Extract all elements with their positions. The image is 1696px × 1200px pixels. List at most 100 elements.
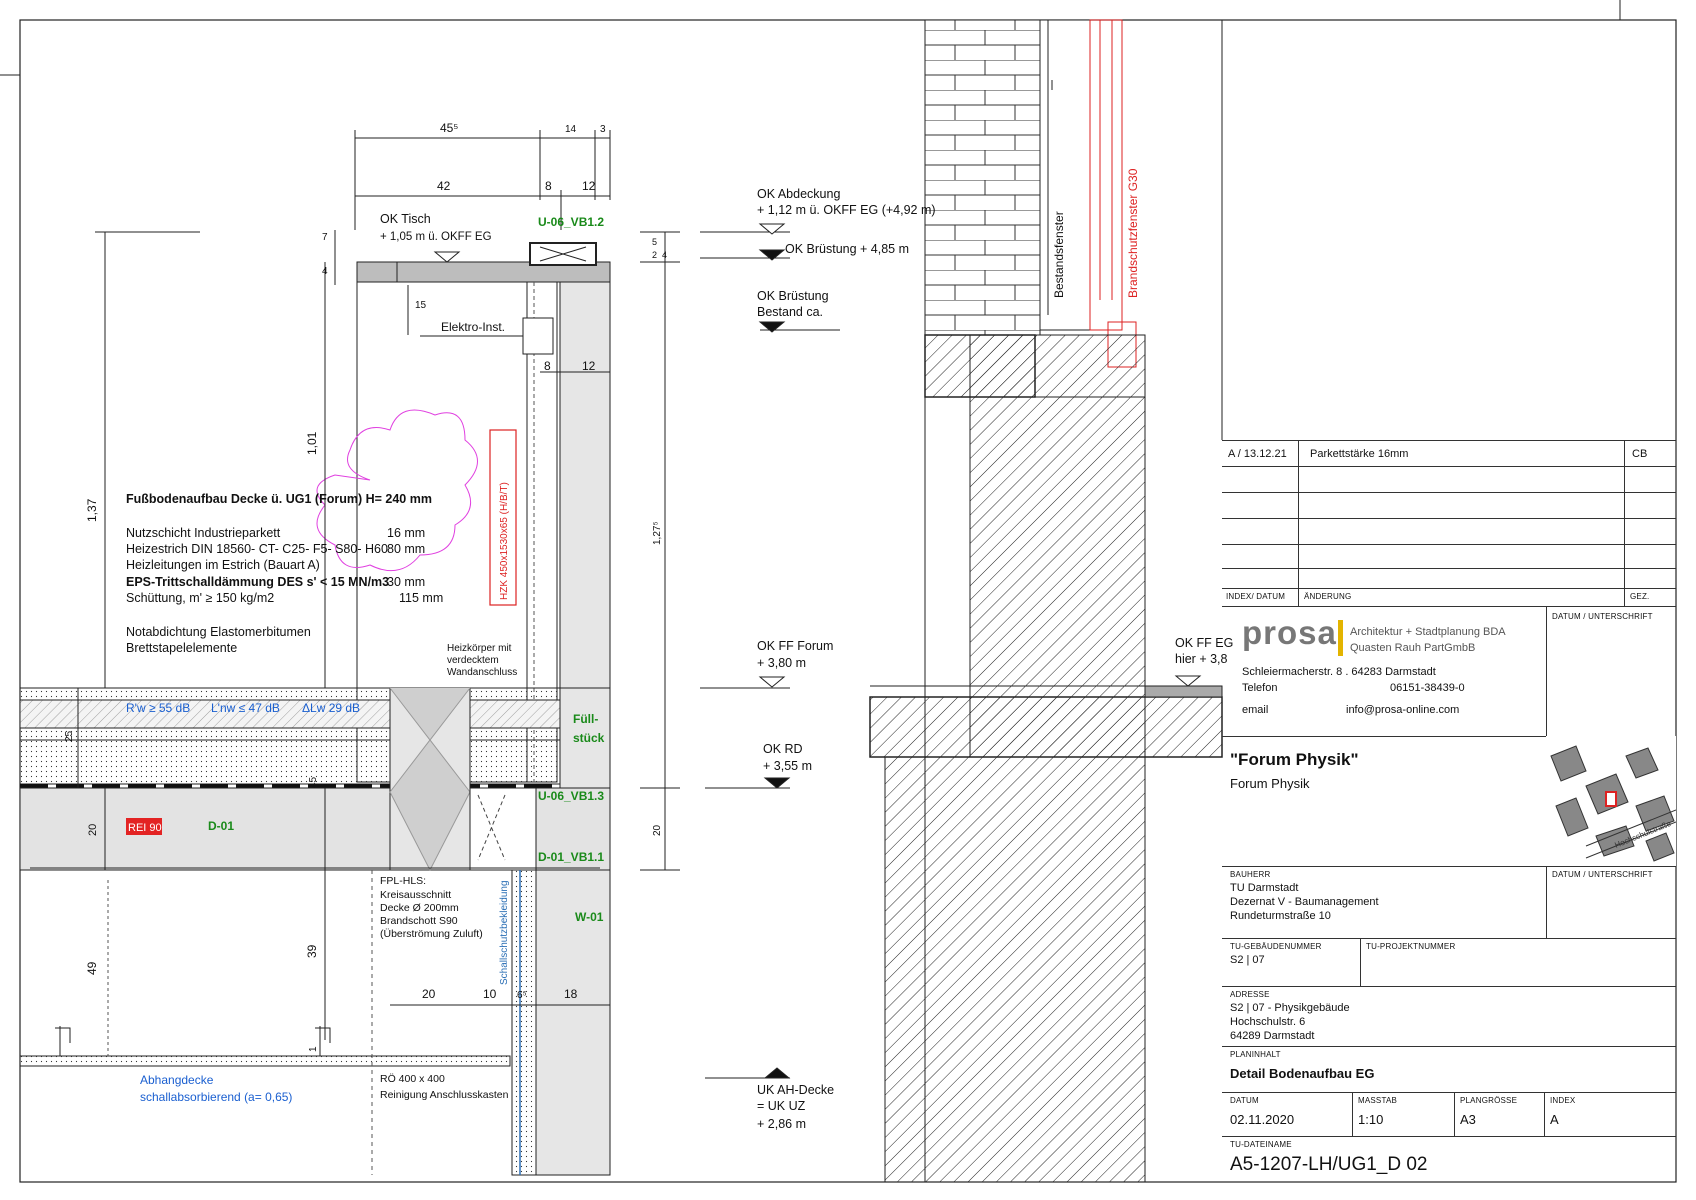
- buildup-row-4-value: 115 mm: [399, 591, 443, 605]
- label-heizkoerper-1: Heizkörper mit: [447, 643, 512, 654]
- label-fpl-3: Decke Ø 200mm: [380, 902, 459, 914]
- datum-unterschrift-2: DATUM / UNTERSCHRIFT: [1552, 870, 1653, 879]
- ok-ff-forum-1: OK FF Forum: [757, 639, 833, 653]
- email-label: email: [1242, 704, 1269, 716]
- buildup-row-1-value: 80 mm: [387, 542, 425, 556]
- label-rw: R'w ≥ 55 dB: [126, 701, 190, 715]
- ok-tisch-2: + 1,05 m ü. OKFF EG: [380, 231, 492, 243]
- left-section: [19, 242, 611, 1176]
- dim-8b: 8: [544, 359, 551, 373]
- dim-1-27-5: 1,27⁵: [652, 521, 663, 545]
- dimension-text: 45⁵ 14 3 42 8 12 7 4 15 8 12 1,37 1,01 1…: [64, 121, 667, 1052]
- label-hzk: HZK 450x1530x65 (H/B/T): [499, 482, 510, 600]
- bauherr-line-3: Rundeturmstraße 10: [1230, 910, 1331, 922]
- level-text: OK Tisch + 1,05 m ü. OKFF EG OK Abdeckun…: [380, 187, 1233, 1131]
- dim-10: 10: [483, 987, 497, 1001]
- datum-label: DATUM: [1230, 1096, 1259, 1105]
- label-fpl-2: Kreisausschnitt: [380, 889, 451, 901]
- label-abh-2: schallabsorbierend (a= 0,65): [140, 1090, 292, 1104]
- dim-49: 49: [85, 961, 99, 975]
- hdr-change: ÄNDERUNG: [1304, 592, 1352, 601]
- bauherr-label: BAUHERR: [1230, 870, 1271, 879]
- ok-bruestung-bestand-2: Bestand ca.: [757, 305, 823, 319]
- datum-value: 02.11.2020: [1230, 1112, 1295, 1127]
- dim-1-01: 1,01: [305, 431, 319, 455]
- email-value: info@prosa-online.com: [1346, 704, 1460, 716]
- dim-12b: 12: [582, 359, 596, 373]
- label-fpl-5: (Überströmung Zuluft): [380, 928, 483, 940]
- dim-14: 14: [565, 124, 577, 135]
- uk-ah-3: + 2,86 m: [757, 1117, 806, 1131]
- buildup-row-0-value: 16 mm: [387, 526, 425, 540]
- dim-18: 18: [564, 987, 578, 1001]
- index-value: A: [1550, 1112, 1559, 1127]
- label-abh-1: Abhangdecke: [140, 1073, 214, 1087]
- project-title: "Forum Physik": [1230, 750, 1359, 769]
- adr-line-3: 64289 Darmstadt: [1230, 1030, 1315, 1042]
- label-elektro: Elektro-Inst.: [441, 320, 505, 334]
- dim-25: 25: [64, 730, 75, 742]
- ok-bruestung-bestand-1: OK Brüstung: [757, 289, 829, 303]
- tel-value: 06151-38439-0: [1390, 682, 1465, 694]
- dim-20a: 20: [87, 824, 99, 836]
- ok-bruestung: OK Brüstung + 4,85 m: [785, 242, 909, 256]
- label-heizkoerper-2: verdecktem: [447, 655, 499, 666]
- label-fuell-2: stück: [573, 731, 605, 745]
- dim-6-5: 6⁵: [517, 990, 527, 1001]
- groesse-value: A3: [1460, 1112, 1476, 1127]
- bauherr-line-1: TU Darmstadt: [1230, 882, 1299, 894]
- buildup-row-0-text: Nutzschicht Industrieparkett: [126, 526, 281, 540]
- buildup-row-3-value: 30 mm: [387, 575, 425, 589]
- dim-39: 39: [305, 944, 319, 958]
- dim-8a: 8: [545, 179, 552, 193]
- massstab-value: 1:10: [1358, 1112, 1384, 1127]
- label-rei90: REI 90: [128, 822, 162, 834]
- wall-w01: [535, 869, 611, 1176]
- right-section: [869, 19, 1223, 1183]
- label-brandschutzfenster: Brandschutzfenster G30: [1126, 168, 1140, 298]
- label-ro-1: RÖ 400 x 400: [380, 1073, 445, 1085]
- dim-42: 42: [437, 179, 451, 193]
- rev-by: CB: [1632, 448, 1648, 460]
- radiator-box: [489, 429, 517, 606]
- label-fpl-4: Brandschott S90: [380, 915, 458, 927]
- index-label: INDEX: [1550, 1096, 1576, 1105]
- datei-label: TU-DATEINAME: [1230, 1140, 1292, 1149]
- adr-line-2: Hochschulstr. 6: [1230, 1016, 1306, 1028]
- rev-index: A / 13.12.21: [1228, 448, 1287, 460]
- dim-12a: 12: [582, 179, 596, 193]
- geb-label: TU-GEBÄUDENUMMER: [1230, 942, 1322, 951]
- label-d01: D-01: [208, 819, 234, 833]
- dim-1: 1: [308, 1046, 319, 1052]
- sheet-frame: [19, 19, 1677, 1183]
- site-plan-map: Hochschulstraße: [1546, 736, 1676, 866]
- firm-logo: prosa: [1242, 614, 1337, 651]
- adr-label: ADRESSE: [1230, 990, 1270, 999]
- rev-text: Parkettstärke 16mm: [1310, 448, 1409, 460]
- dim-20c: 20: [422, 987, 436, 1001]
- dim-3: 3: [600, 124, 606, 135]
- label-w01: W-01: [575, 910, 604, 924]
- dim-20b: 20: [652, 824, 663, 836]
- datum-unterschrift-1: DATUM / UNTERSCHRIFT: [1552, 612, 1653, 621]
- dim-45-5: 45⁵: [440, 121, 458, 135]
- ok-tisch-1: OK Tisch: [380, 212, 431, 226]
- tel-label: Telefon: [1242, 682, 1278, 694]
- bauherr-line-2: Dezernat V - Baumanagement: [1230, 896, 1379, 908]
- dim-4b: 4: [662, 250, 667, 260]
- label-heizkoerper-3: Wandanschluss: [447, 667, 517, 678]
- buildup-row-4-text: Schüttung, m' ≥ 150 kg/m2: [126, 591, 274, 605]
- label-u06-vb13: U-06_VB1.3: [538, 789, 604, 803]
- dim-15: 15: [415, 300, 427, 311]
- element-labels: U-06_VB1.2 U-06_VB1.3 D-01_VB1.1 D-01 W-…: [126, 168, 1140, 1104]
- datei-value: A5-1207-LH/UG1_D 02: [1230, 1154, 1428, 1175]
- dim-1-37: 1,37: [85, 498, 99, 522]
- level-markers: [430, 223, 1220, 1079]
- label-d01-vb11: D-01_VB1.1: [538, 850, 604, 864]
- ok-ff-eg-1: OK FF EG: [1175, 636, 1233, 650]
- ok-rd-2: + 3,55 m: [763, 759, 812, 773]
- buildup-note-1: Notabdichtung Elastomerbitumen: [126, 625, 311, 639]
- hdr-gez: GEZ.: [1630, 592, 1650, 601]
- firm-line-2: Quasten Rauh PartGmbB: [1350, 642, 1476, 654]
